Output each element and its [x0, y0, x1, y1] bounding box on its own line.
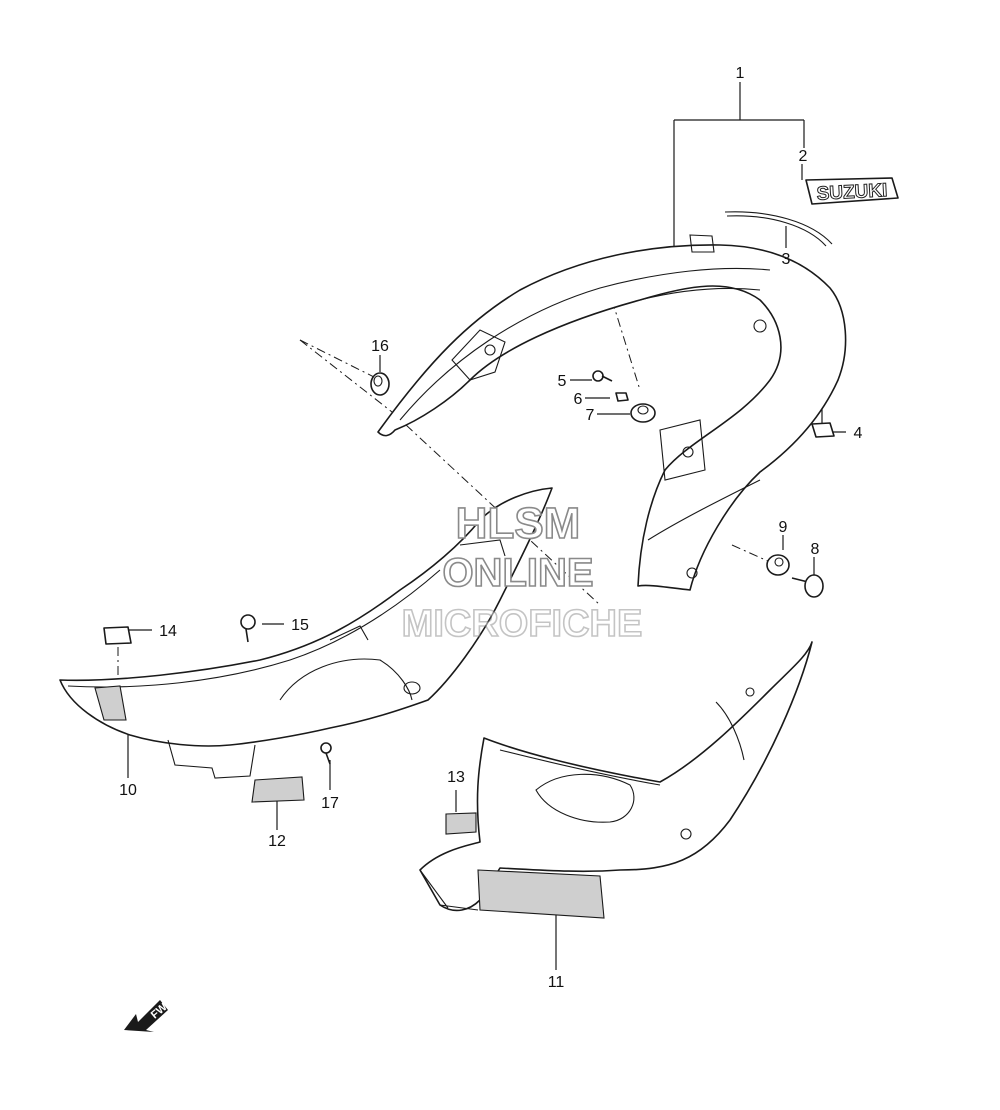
grommet-part-9 — [766, 554, 790, 576]
fwd-label: FWD — [149, 996, 176, 1021]
reflector-part-13 — [445, 812, 477, 835]
callout-2: 2 — [799, 148, 808, 165]
callout-15: 15 — [291, 617, 309, 634]
callout-1: 1 — [736, 65, 745, 82]
callout-3: 3 — [782, 251, 791, 268]
callout-4: 4 — [854, 425, 863, 442]
watermark-line3: MICROFICHE — [402, 603, 643, 645]
callout-8: 8 — [811, 541, 820, 558]
callout-14: 14 — [159, 623, 177, 640]
side-cover-part — [419, 641, 813, 919]
watermark-line2: ONLINE — [442, 551, 593, 595]
reflector-part-12 — [251, 776, 305, 803]
watermark-line1: HLSM — [456, 499, 581, 548]
washer-part-6 — [615, 392, 629, 402]
callout-6: 6 — [574, 391, 583, 408]
trim-strip-part — [724, 211, 833, 247]
callout-9: 9 — [779, 519, 788, 536]
forward-arrow-icon: FWD — [124, 996, 176, 1032]
screw-part-17 — [320, 742, 332, 765]
clip-part-15 — [240, 614, 256, 643]
nut-part-4 — [811, 422, 835, 438]
screw-part-5 — [592, 370, 613, 382]
bolt-part-8 — [791, 574, 824, 598]
callout-16: 16 — [371, 338, 389, 355]
emblem-text: SUZUKI — [816, 180, 888, 205]
callout-5: 5 — [558, 373, 567, 390]
callout-12: 12 — [268, 833, 286, 850]
grommet-part-14 — [103, 626, 132, 645]
seat-tail-cover-part — [377, 234, 847, 591]
grommet-part-16 — [370, 372, 390, 396]
callout-7: 7 — [586, 407, 595, 424]
inner-fender-part — [59, 487, 553, 779]
watermark: HLSM ONLINE MICROFICHE — [401, 498, 643, 646]
callout-13: 13 — [447, 769, 465, 786]
suzuki-emblem-part: SUZUKI — [805, 177, 899, 205]
grommet-part-7 — [630, 403, 656, 423]
callout-10: 10 — [119, 782, 137, 799]
callouts: 1 2 3 4 5 6 7 8 9 10 11 12 13 14 15 16 1… — [119, 65, 862, 991]
callout-11: 11 — [548, 974, 565, 991]
callout-17: 17 — [321, 795, 339, 812]
